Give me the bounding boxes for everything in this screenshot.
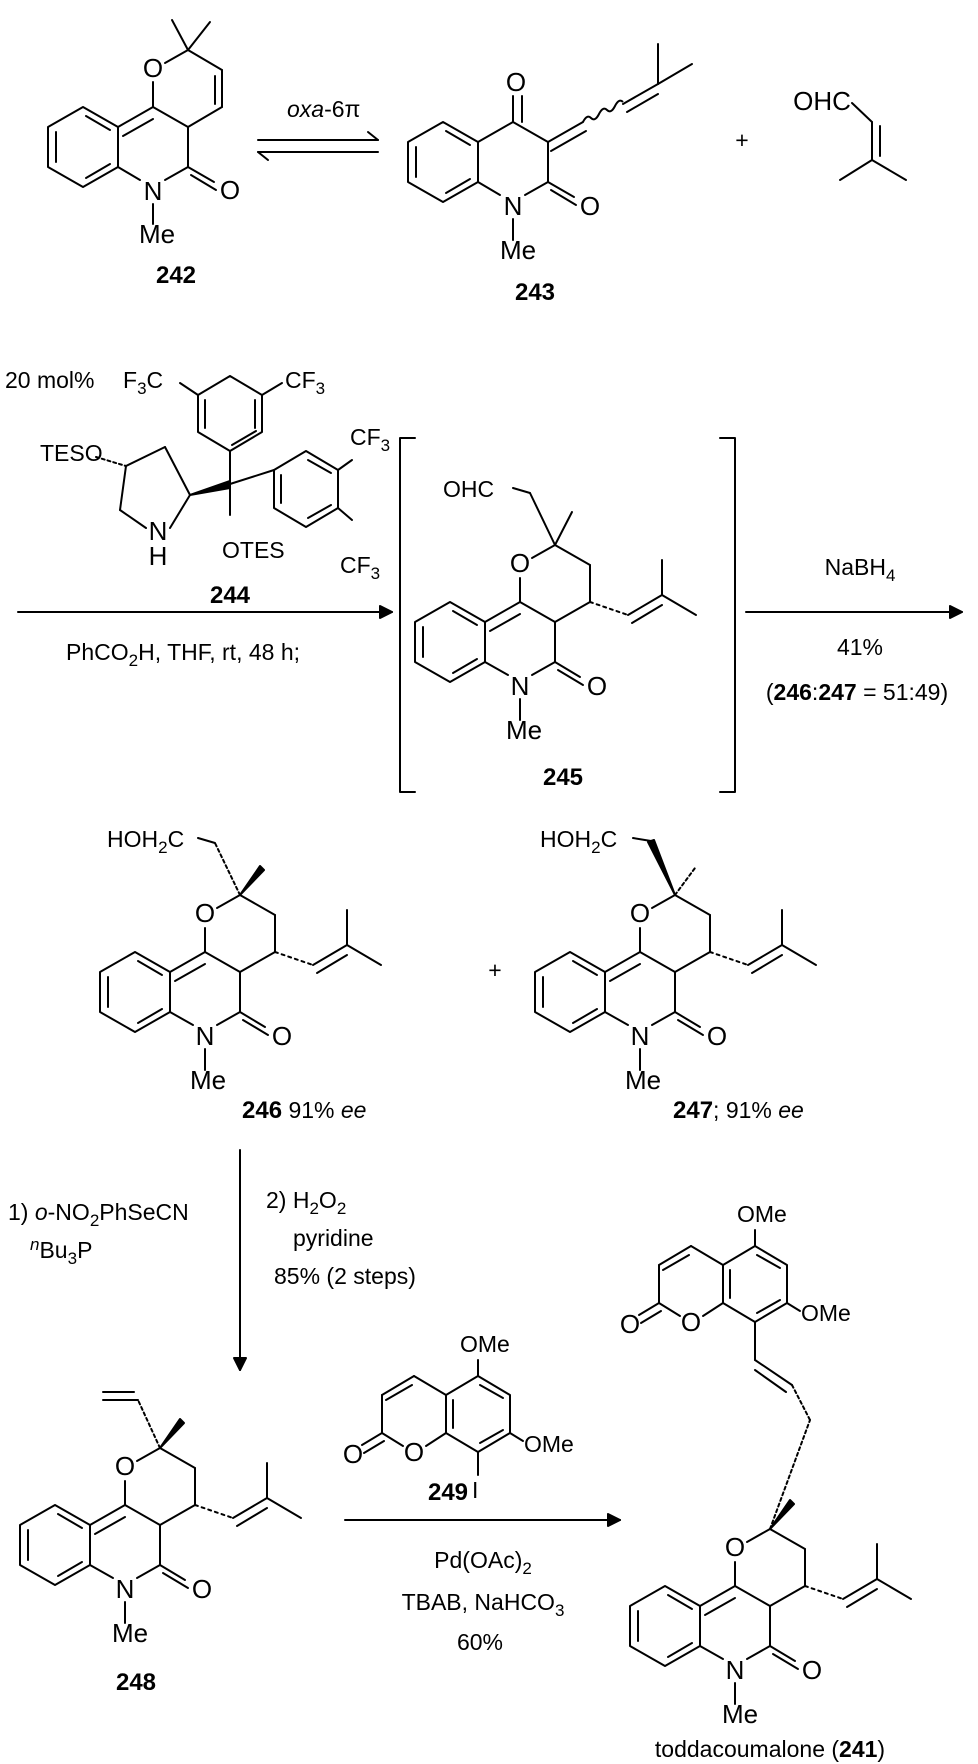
conditions-yield-85: 85% (2 steps): [274, 1263, 416, 1289]
compound-label-242: 242: [156, 262, 196, 289]
reaction-conditions-2: PhCO2H, THF, rt, 48 h;: [66, 639, 300, 670]
atom-N: N: [196, 1021, 215, 1051]
atom-N: N: [631, 1021, 650, 1051]
structure-246: O HOH2C N O Me 246 91% ee: [99, 826, 382, 1124]
atom-HOH2C: HOH2C: [540, 826, 617, 857]
atom-OHC: OHC: [793, 86, 851, 116]
atom-OHC: OHC: [443, 476, 494, 502]
reagent-NaBH4: NaBH4: [825, 554, 896, 585]
yield-60: 60%: [457, 1629, 503, 1655]
atom-N: N: [726, 1655, 745, 1685]
structure-242: O N O Me 242: [47, 19, 240, 289]
atom-Me: Me: [190, 1065, 226, 1095]
yield-41: 41%: [837, 634, 883, 660]
structure-245: O OHC N O Me 245: [414, 476, 697, 791]
atom-O: O: [115, 1451, 135, 1481]
atom-O: O: [802, 1655, 822, 1685]
atom-CF3: CF3: [350, 424, 390, 455]
catalyst-loading: 20 mol%: [5, 367, 94, 393]
atom-O: O: [272, 1021, 292, 1051]
atom-OTES: OTES: [222, 537, 285, 563]
equilibrium-arrow: oxa-6π: [257, 96, 379, 161]
reaction-arrow-2: PhCO2H, THF, rt, 48 h;: [17, 605, 393, 670]
atom-N: N: [116, 1574, 135, 1604]
structure-247: O HOH2C N O Me 247; 91% ee: [534, 826, 817, 1124]
atom-N: N: [511, 671, 530, 701]
atom-N: N: [144, 176, 163, 206]
compound-label-249: 249: [428, 1479, 468, 1506]
compound-label-241: toddacoumalone (241): [655, 1736, 885, 1762]
atom-H: H: [149, 541, 168, 571]
atom-OMe: OMe: [801, 1300, 851, 1326]
reaction-arrow-3: NaBH4 41% (246:247 = 51:49): [745, 554, 963, 705]
atom-O: O: [707, 1021, 727, 1051]
atom-O: O: [681, 1307, 701, 1337]
atom-O: O: [506, 67, 526, 97]
atom-O: O: [587, 671, 607, 701]
atom-O: O: [143, 53, 163, 83]
atom-TESO: TESO: [40, 440, 103, 466]
atom-Me: Me: [625, 1065, 661, 1095]
compound-label-248: 248: [116, 1669, 156, 1696]
atom-O: O: [343, 1439, 363, 1469]
structure-243: O N O Me 243: [407, 43, 693, 306]
atom-OMe: OMe: [460, 1331, 510, 1357]
atom-O: O: [630, 898, 650, 928]
atom-O: O: [725, 1532, 745, 1562]
structure-prenal: OHC: [793, 86, 907, 181]
atom-Me: Me: [112, 1618, 148, 1648]
ratio-246-247: (246:247 = 51:49): [766, 679, 948, 705]
atom-O: O: [220, 175, 240, 205]
plus-sign: +: [735, 127, 748, 153]
conditions-step-1b: nBu3P: [30, 1235, 92, 1268]
atom-O: O: [580, 191, 600, 221]
conditions-step-1: 1) o-NO2PhSeCN: [8, 1199, 189, 1230]
catalyst-PdOAc2: Pd(OAc)2: [434, 1547, 532, 1578]
compound-label-246: 246 91% ee: [242, 1097, 366, 1124]
atom-OMe: OMe: [524, 1431, 574, 1457]
additives: TBAB, NaHCO3: [402, 1589, 565, 1620]
atom-Me: Me: [506, 715, 542, 745]
structure-249: O O OMe OMe I 249: [343, 1331, 574, 1506]
atom-N: N: [149, 516, 168, 546]
atom-Me: Me: [500, 235, 536, 265]
atom-I: I: [472, 1477, 478, 1503]
compound-label-245: 245: [543, 764, 583, 791]
atom-Me: Me: [139, 219, 175, 249]
atom-O: O: [192, 1574, 212, 1604]
atom-Me: Me: [722, 1699, 758, 1729]
compound-label-244: 244: [210, 582, 251, 609]
atom-N: N: [504, 191, 523, 221]
structure-248: O N O Me 248: [19, 1391, 302, 1696]
atom-O: O: [620, 1309, 640, 1339]
reaction-arrow-4: 1) o-NO2PhSeCN nBu3P 2) H2O2 pyridine 85…: [8, 1149, 416, 1371]
conditions-step-2b: pyridine: [293, 1225, 374, 1251]
atom-O: O: [195, 898, 215, 928]
structure-244: 20 mol% F3C CF3 CF3 CF3 TESO N H OTES 24…: [5, 367, 390, 609]
atom-O: O: [510, 548, 530, 578]
reaction-label-oxa: oxa-6π: [287, 96, 360, 122]
plus-sign: +: [488, 957, 501, 983]
atom-OMe: OMe: [737, 1201, 787, 1227]
atom-CF3: CF3: [340, 552, 380, 583]
atom-O: O: [404, 1437, 424, 1467]
compound-label-243: 243: [515, 279, 555, 306]
atom-F3C: F3C: [123, 367, 163, 398]
reaction-arrow-5: Pd(OAc)2 TBAB, NaHCO3 60%: [344, 1513, 621, 1655]
conditions-step-2: 2) H2O2: [266, 1187, 346, 1218]
atom-CF3: CF3: [285, 367, 325, 398]
compound-label-247: 247; 91% ee: [673, 1097, 804, 1124]
atom-HOH2C: HOH2C: [107, 826, 184, 857]
structure-241: O O OMe OMe O N O Me toddacoumalone (241…: [620, 1201, 912, 1762]
